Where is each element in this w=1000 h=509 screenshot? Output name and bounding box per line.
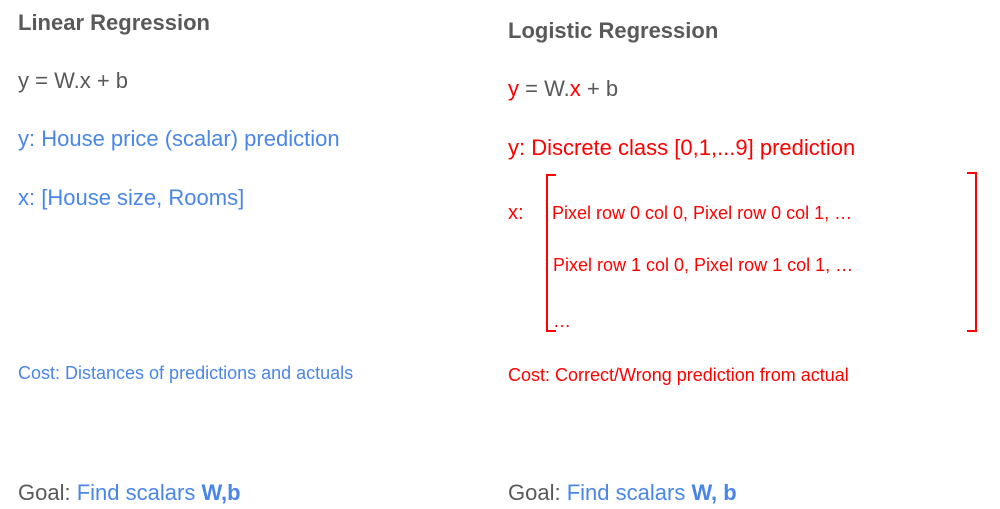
linear-regression-title: Linear Regression (18, 10, 210, 35)
logistic-eq-y: y (508, 76, 519, 101)
linear-goal: Goal: Find scalars W,b (18, 482, 241, 504)
logistic-goal-label: Goal: (508, 480, 561, 505)
logistic-x-label: x: (508, 202, 524, 224)
logistic-goal: Goal: Find scalars W, b (508, 482, 737, 504)
linear-y-description: y: House price (scalar) prediction (18, 126, 340, 151)
matrix-row-2: … (553, 311, 571, 331)
matrix-left-bracket (546, 174, 556, 332)
linear-goal-label: Goal: (18, 480, 71, 505)
linear-goal-params: W,b (201, 480, 241, 505)
matrix-row-1: Pixel row 1 col 0, Pixel row 1 col 1, … (553, 255, 854, 275)
matrix-row-0: Pixel row 0 col 0, Pixel row 0 col 1, … (552, 203, 853, 223)
logistic-equation: y = W.x + b (508, 78, 618, 100)
logistic-eq-mid: = W. (519, 76, 570, 101)
logistic-cost: Cost: Correct/Wrong prediction from actu… (508, 365, 849, 385)
linear-cost: Cost: Distances of predictions and actua… (18, 363, 354, 383)
logistic-eq-end: + b (580, 76, 619, 101)
logistic-y-description: y: Discrete class [0,1,...9] prediction (508, 135, 856, 160)
linear-x-description: x: [House size, Rooms] (18, 185, 245, 210)
logistic-goal-text: Find scalars (566, 480, 686, 505)
logistic-eq-x: x (569, 76, 581, 101)
logistic-goal-params: W, b (691, 480, 737, 505)
logistic-regression-title: Logistic Regression (508, 18, 719, 43)
linear-goal-text: Find scalars (76, 480, 196, 505)
matrix-right-bracket (967, 172, 977, 332)
linear-equation: y = W.x + b (18, 68, 129, 93)
